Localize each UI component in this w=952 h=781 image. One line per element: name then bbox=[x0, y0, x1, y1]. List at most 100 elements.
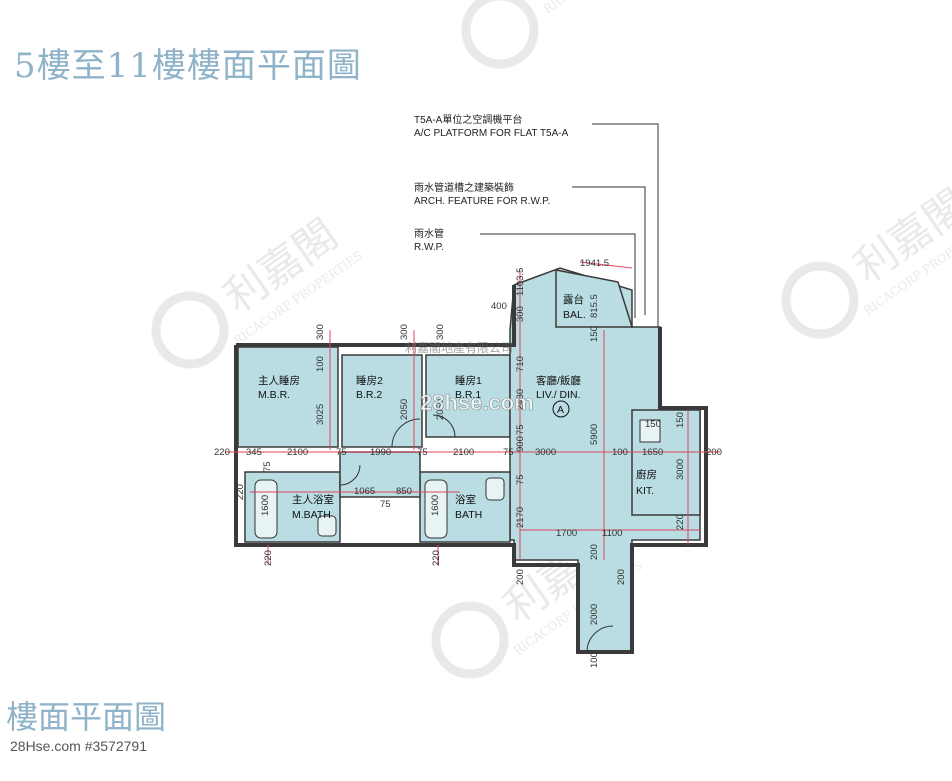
dim-label: 75 bbox=[417, 447, 428, 458]
bal-label-en: BAL. bbox=[563, 309, 586, 321]
ac-platform-label-zh: T5A-A單位之空調機平台 bbox=[414, 115, 523, 126]
dim-label: 1600 bbox=[430, 495, 441, 516]
room-fills bbox=[237, 267, 701, 653]
dim-label: 75 bbox=[503, 447, 514, 458]
watermark-brand-en: RICACORP PROPERTIES bbox=[541, 0, 675, 16]
dim-label: 1103.5 bbox=[515, 268, 526, 296]
dim-label: 850 bbox=[396, 486, 412, 497]
room-balcony bbox=[555, 269, 634, 328]
dim-label: 75 bbox=[515, 424, 526, 435]
dim-label: 220 bbox=[214, 447, 230, 458]
dim-label: 300 bbox=[399, 324, 410, 340]
fixtures bbox=[254, 419, 661, 539]
dim-label: 2100 bbox=[453, 447, 474, 458]
unit-marker-icon bbox=[552, 400, 570, 418]
dim-label: 345 bbox=[246, 447, 262, 458]
liv-label-zh: 客廳/飯廳 bbox=[536, 374, 581, 387]
dim-label: 1100 bbox=[602, 528, 622, 539]
dim-label: 3000 bbox=[675, 459, 686, 480]
ac-platform-label-en: A/C PLATFORM FOR FLAT T5A-A bbox=[414, 128, 569, 139]
dim-label: 100 bbox=[589, 652, 600, 668]
br1-label-zh: 睡房1 bbox=[455, 374, 482, 387]
door-swings bbox=[339, 414, 614, 653]
dim-label: 710 bbox=[515, 356, 526, 372]
dim-label: 300 bbox=[515, 306, 526, 322]
dim-label: 100 bbox=[612, 447, 628, 458]
dim-label: 1600 bbox=[260, 495, 271, 516]
sink-icon bbox=[639, 419, 661, 443]
dim-label: 1065 bbox=[354, 486, 375, 497]
watermark-brand: 利嘉閣 bbox=[845, 180, 952, 292]
floor-plan-title: 5樓至11樓樓面平面圖 bbox=[14, 46, 362, 86]
rwp-label-zh: 雨水管 bbox=[414, 229, 444, 240]
dimension-labels: 220 345 2100 75 1990 75 2100 75 3000 100… bbox=[214, 258, 722, 668]
dim-label: 1700 bbox=[556, 528, 577, 539]
unit-marker-label: A bbox=[557, 404, 564, 416]
bal-label-zh: 露台 bbox=[563, 293, 584, 306]
mbath-label-en: M.BATH bbox=[292, 509, 331, 521]
dim-label: 300 bbox=[435, 324, 446, 340]
site-watermark: 28hse.com bbox=[420, 390, 534, 415]
dim-label: 220 bbox=[431, 550, 442, 566]
bath-label-zh: 浴室 bbox=[455, 493, 476, 506]
mbr-label-en: M.B.R. bbox=[258, 389, 290, 401]
watermark-logo-icon bbox=[461, 0, 539, 69]
watermark-logo-icon bbox=[151, 291, 229, 369]
dim-label: 900 bbox=[515, 436, 526, 452]
dim-label: 1941.5 bbox=[580, 258, 609, 269]
ac-platform-callout: T5A-A單位之空調機平台 A/C PLATFORM FOR FLAT T5A-… bbox=[414, 114, 568, 140]
room-br1 bbox=[425, 354, 511, 438]
dim-label: 150 bbox=[589, 326, 600, 342]
br1-label-en: B.R.1 bbox=[455, 389, 481, 401]
room-labels: 主人睡房 M.B.R. 睡房2 B.R.2 睡房1 B.R.1 客廳/飯廳 LI… bbox=[258, 293, 657, 521]
dim-label: 2100 bbox=[287, 447, 308, 458]
room-corridor bbox=[339, 451, 421, 498]
room-br2 bbox=[341, 354, 423, 448]
dim-label: 2430 bbox=[515, 389, 526, 410]
dim-label: 75 bbox=[515, 474, 526, 485]
dim-label: 2170 bbox=[515, 507, 526, 528]
kit-label-en: KIT. bbox=[636, 485, 654, 497]
arch-feature-callout: 雨水管道槽之建築裝飾 ARCH. FEATURE FOR R.W.P. bbox=[414, 182, 550, 208]
arch-feature-label-zh: 雨水管道槽之建築裝飾 bbox=[414, 183, 514, 194]
dim-label: 150 bbox=[675, 412, 686, 428]
floor-plan-subtitle: 樓面平面圖 bbox=[6, 698, 167, 736]
dim-label: 300 bbox=[315, 324, 326, 340]
dim-label: 2000 bbox=[589, 604, 600, 625]
dim-label: 1990 bbox=[370, 447, 391, 458]
toilet-icon bbox=[485, 477, 505, 501]
callout-leaders bbox=[480, 123, 659, 345]
dim-label: 75 bbox=[262, 461, 273, 472]
dim-label: 220 bbox=[235, 484, 246, 500]
dim-label: 1650 bbox=[642, 447, 663, 458]
bathtub-icon bbox=[424, 479, 448, 539]
dim-label: 220 bbox=[675, 514, 686, 530]
dim-label: 200 bbox=[616, 569, 627, 585]
liv-label-en: LIV./ DIN. bbox=[536, 389, 581, 401]
room-living-dining bbox=[509, 267, 701, 653]
listing-id: 28Hse.com #3572791 bbox=[10, 738, 147, 754]
watermark-overlay: 利嘉閣地產有限公司 28hse.com bbox=[405, 340, 534, 415]
dim-label: 3025 bbox=[315, 404, 326, 425]
mbath-label-zh: 主人浴室 bbox=[292, 493, 334, 506]
rwp-label-en: R.W.P. bbox=[414, 242, 444, 253]
watermark-logo-icon bbox=[431, 601, 509, 679]
dim-label: 2050 bbox=[435, 399, 446, 420]
br2-label-zh: 睡房2 bbox=[356, 374, 383, 387]
dim-label: 3000 bbox=[535, 447, 556, 458]
arch-feature-label-en: ARCH. FEATURE FOR R.W.P. bbox=[414, 196, 551, 207]
watermark-logo-icon bbox=[781, 261, 859, 339]
toilet-master-icon bbox=[317, 515, 337, 537]
dim-label: 200 bbox=[589, 544, 600, 560]
dim-label: 5900 bbox=[589, 424, 600, 445]
dim-label: 400 bbox=[491, 301, 507, 312]
dimension-lines bbox=[225, 261, 720, 565]
rwp-callout: 雨水管 R.W.P. bbox=[414, 228, 444, 254]
dim-label: 75 bbox=[336, 447, 347, 458]
agency-watermark: 利嘉閣地產有限公司 bbox=[405, 340, 513, 355]
dim-label: 200 bbox=[706, 447, 722, 458]
bath-label-en: BATH bbox=[455, 509, 482, 521]
dim-label: 75 bbox=[380, 499, 391, 510]
outer-walls bbox=[234, 285, 708, 654]
